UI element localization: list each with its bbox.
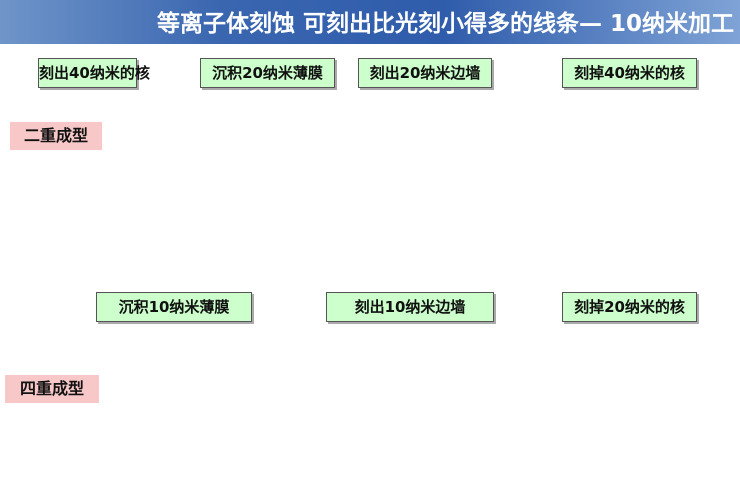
spacer-10nm [575, 366, 587, 445]
step-label-etch-core: 刻出40纳米的核 [38, 58, 150, 88]
substrate [547, 444, 740, 498]
substrate [544, 214, 740, 269]
substrate [317, 444, 506, 498]
core-20nm [193, 366, 218, 445]
wall-size-label-2: 10纳米 [520, 385, 568, 402]
substrate [76, 444, 264, 498]
wall-label: 边墙 [534, 169, 563, 186]
spacer [359, 129, 456, 216]
title-bar: 等离子体刻蚀 可刻出比光刻小得多的线条— 10纳米加工 [0, 0, 740, 44]
etch-arrows [319, 98, 687, 425]
spacer-10nm [690, 366, 703, 445]
wall-size-label: 20纳米 [525, 150, 573, 167]
step-label-etch-spacer: 刻出20纳米边墙 [358, 58, 492, 88]
step-label-deposit-film-2: 沉积10纳米薄膜 [96, 292, 252, 322]
pointer-line [206, 87, 231, 133]
slide-title: 等离子体刻蚀 可刻出比光刻小得多的线条— 10纳米加工 [156, 11, 734, 37]
pointer-line [217, 321, 233, 362]
spacer-10nm [614, 366, 627, 447]
spacer-10nm [383, 366, 396, 447]
spacer-10nm [345, 366, 357, 445]
spacer-wall [659, 129, 685, 216]
spacer-10nm [459, 366, 471, 445]
step-label-remove-core-2: 刻掉20纳米的核 [562, 292, 697, 322]
core-40nm [386, 129, 433, 216]
core-20nm [433, 366, 459, 445]
core-20nm [115, 366, 140, 445]
pointer-line [115, 87, 146, 189]
step-label-etch-spacer-2: 刻出10纳米边墙 [326, 292, 494, 322]
spacer-10nm [651, 366, 663, 445]
spacer-wall [589, 129, 615, 216]
wall-label-2: 边墙 [527, 404, 556, 421]
step-label-deposit-film: 沉积20纳米薄膜 [200, 58, 335, 88]
substrate [317, 214, 501, 269]
core-40nm [139, 129, 193, 216]
core-size-label: 40纳米 [142, 159, 190, 176]
double-patterning-tag: 二重成型 [10, 122, 102, 150]
quadruple-patterning-tag: 四重成型 [5, 375, 99, 403]
deposited-film [76, 114, 263, 216]
film-10nm [77, 352, 263, 446]
substrate [76, 214, 263, 269]
spacer-10nm [421, 366, 433, 445]
core-20nm [357, 366, 383, 445]
step-label-remove-core: 刻掉40纳米的核 [562, 58, 697, 88]
